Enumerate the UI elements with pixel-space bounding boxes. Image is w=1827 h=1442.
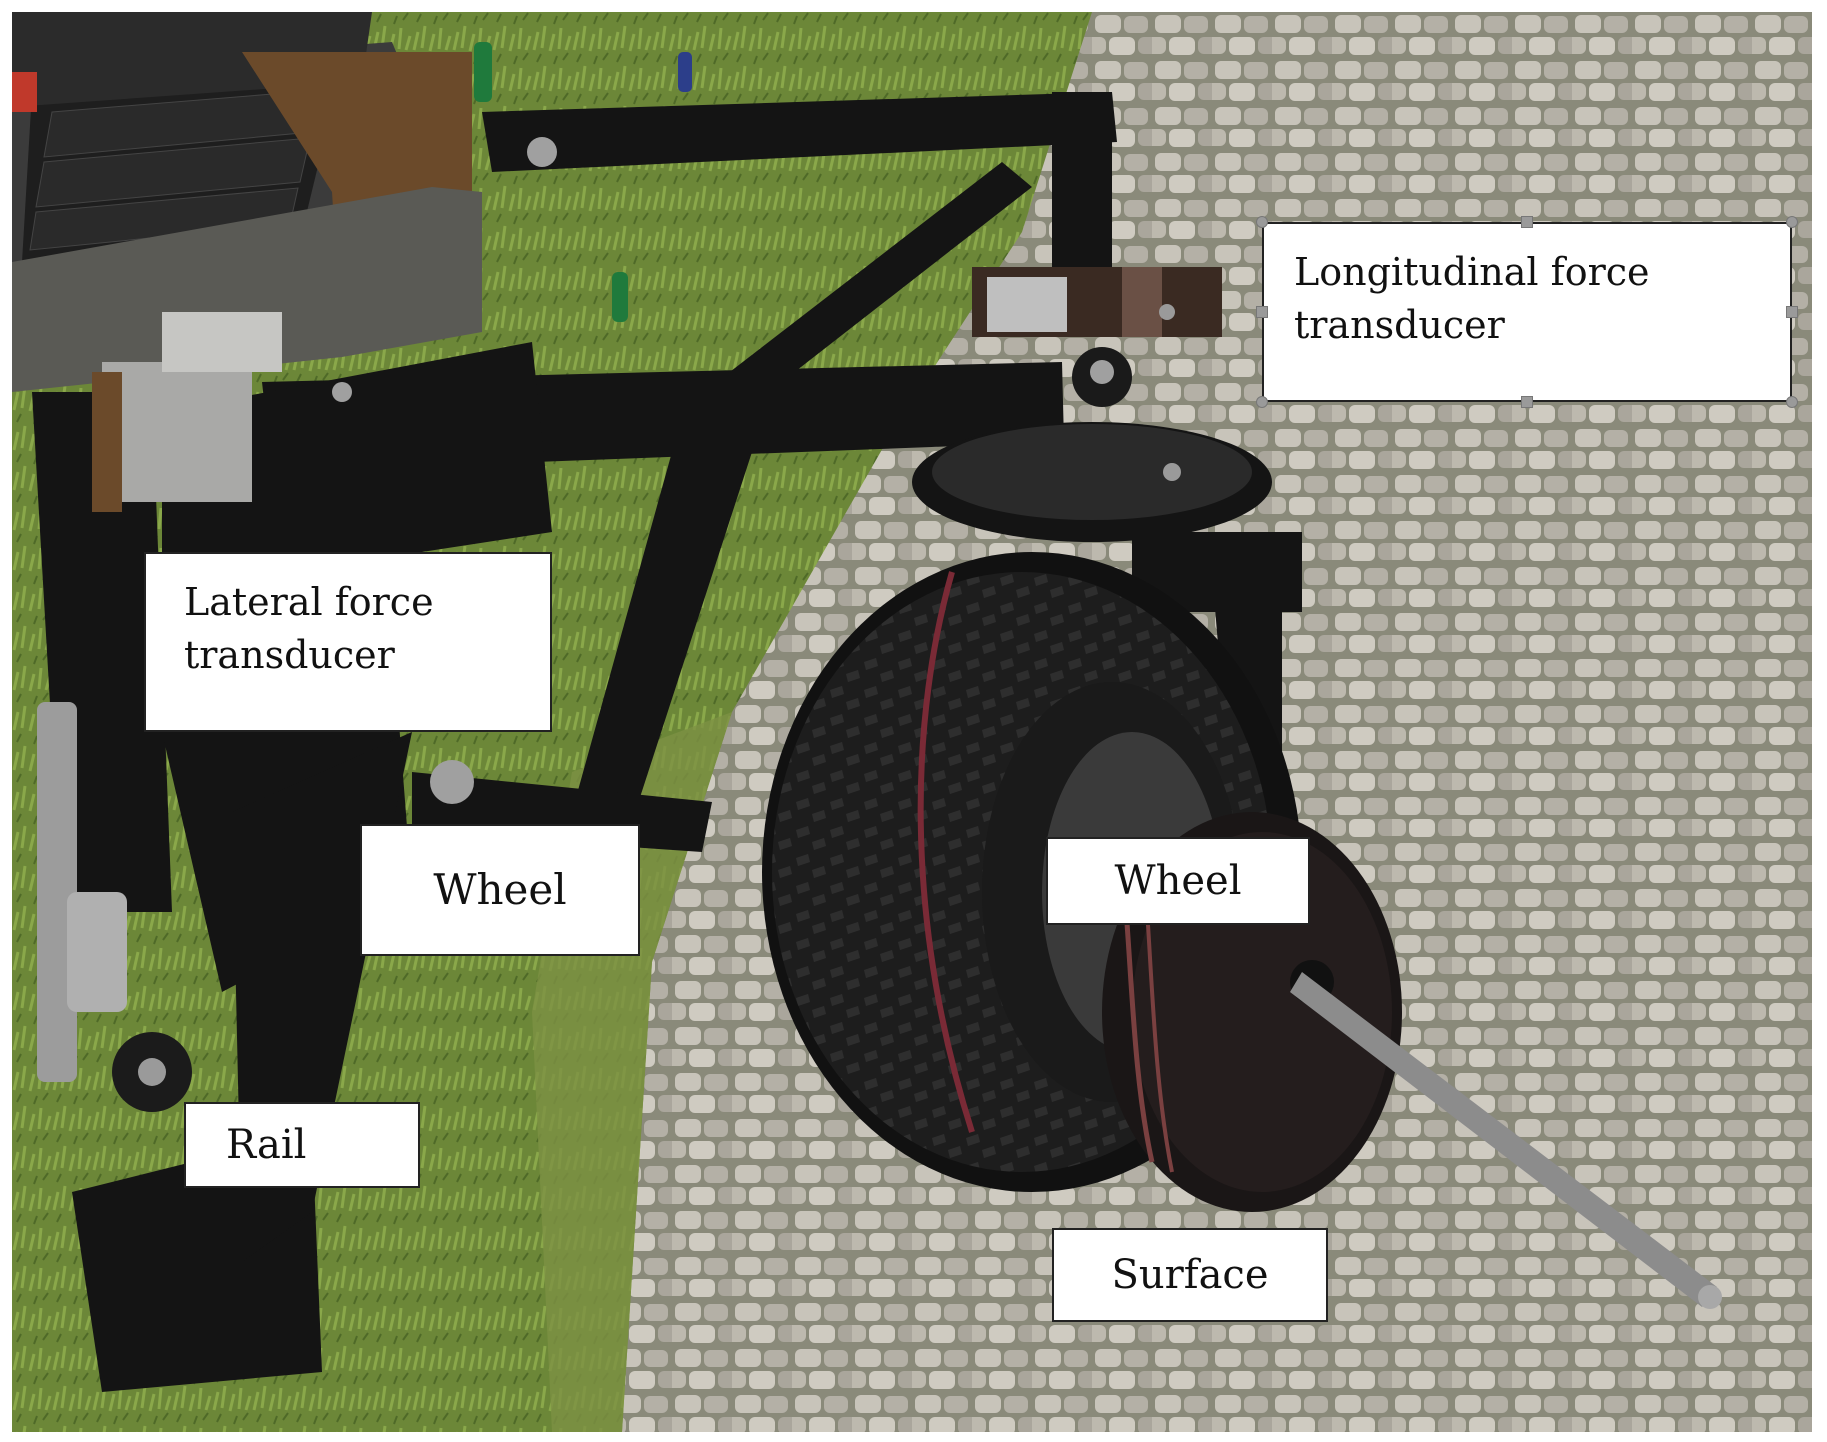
selection-handle-bottom-right [1786,396,1798,408]
label-longitudinal-text: Longitudinal force transducer [1294,250,1650,348]
label-surface: Surface [1052,1228,1328,1322]
figure-frame: Longitudinal force transducer Lateral fo… [12,12,1812,1432]
label-longitudinal-force-transducer: Longitudinal force transducer [1262,222,1792,402]
label-rail-text: Rail [226,1122,307,1168]
selection-handle-middle-left [1256,306,1268,318]
label-wheel-right: Wheel [1046,837,1310,925]
label-lateral-force-transducer: Lateral force transducer [144,552,552,732]
selection-handle-top-left [1256,216,1268,228]
selection-handle-middle-right [1786,306,1798,318]
selection-handle-bottom-left [1256,396,1268,408]
label-wheel-right-text: Wheel [1114,858,1242,904]
label-surface-text: Surface [1111,1252,1269,1298]
selection-handle-bottom-center [1521,396,1533,408]
selection-handle-top-center [1521,216,1533,228]
label-wheel-left-text: Wheel [433,864,567,914]
label-wheel-left: Wheel [360,824,640,956]
selection-handle-top-right [1786,216,1798,228]
label-lateral-text: Lateral force transducer [184,580,434,678]
label-rail: Rail [184,1102,420,1188]
